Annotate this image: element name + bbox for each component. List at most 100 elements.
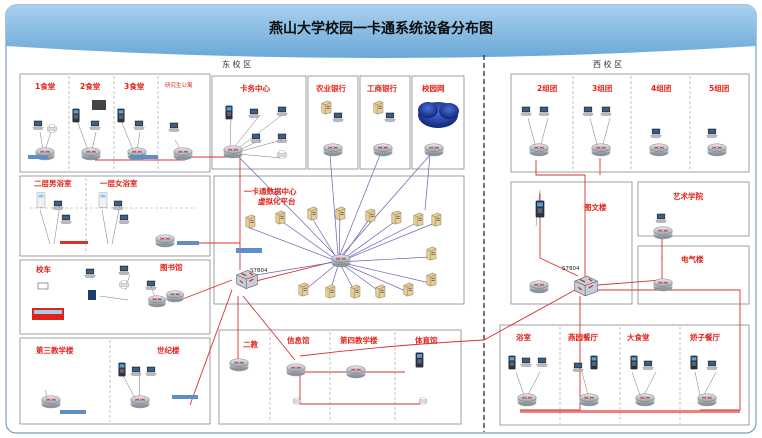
switch-icon bbox=[323, 143, 343, 157]
server-icon bbox=[365, 208, 376, 223]
gate-icon bbox=[88, 290, 96, 300]
label-bath: 浴室 bbox=[516, 332, 531, 342]
label-library: 图书馆 bbox=[160, 262, 183, 272]
label-card-center: 卡务中心 bbox=[240, 83, 270, 93]
switch-icon bbox=[373, 143, 393, 157]
label-grad-apartment: 研究生公寓 bbox=[165, 81, 193, 89]
label-century: 世纪楼 bbox=[157, 345, 180, 355]
switch-icon bbox=[649, 143, 669, 157]
pc-icon bbox=[118, 265, 130, 275]
label-core-east: S7804 bbox=[250, 268, 268, 274]
label-agri-bank: 农业银行 bbox=[315, 83, 346, 93]
switch-icon bbox=[697, 393, 717, 407]
switch-icon bbox=[653, 226, 673, 240]
label-gym: 体育馆 bbox=[415, 335, 438, 345]
switch-icon bbox=[579, 393, 599, 407]
server-icon bbox=[275, 210, 286, 225]
label-core-west: S7804 bbox=[562, 266, 580, 272]
pos-terminal-icon bbox=[72, 108, 80, 123]
art-box bbox=[637, 181, 750, 237]
pc-icon bbox=[520, 106, 532, 116]
pc-icon bbox=[706, 128, 718, 138]
switch-icon bbox=[155, 234, 175, 248]
label-datacenter-2: 虚拟化平台 bbox=[258, 196, 296, 206]
label-female-bath: 一层女浴室 bbox=[100, 178, 138, 188]
devices-datacenter bbox=[236, 206, 442, 299]
label-bus: 校车 bbox=[36, 264, 51, 274]
server-icon bbox=[391, 210, 402, 225]
card-center-box bbox=[211, 75, 307, 170]
switch-icon bbox=[81, 147, 101, 161]
label-teaching3: 第三教学楼 bbox=[36, 345, 74, 355]
pc-icon bbox=[89, 120, 101, 130]
switch-icon bbox=[130, 395, 150, 409]
bath-box bbox=[19, 175, 211, 257]
pc-icon bbox=[538, 106, 550, 116]
server-icon bbox=[307, 206, 318, 221]
pc-icon bbox=[145, 280, 157, 290]
label-g3: 3组团 bbox=[592, 83, 613, 93]
pc-icon bbox=[582, 106, 594, 116]
library-wen-box bbox=[510, 181, 633, 305]
pc-icon bbox=[60, 214, 72, 224]
label-yanyuan: 燕园餐厅 bbox=[568, 332, 598, 342]
label-jiaozi: 娇子餐厅 bbox=[689, 332, 720, 342]
pc-icon bbox=[706, 360, 718, 370]
switch-icon bbox=[331, 254, 351, 268]
label-library-wen: 图文楼 bbox=[584, 202, 607, 212]
pc-icon bbox=[250, 133, 262, 143]
label-info-hall: 信息馆 bbox=[287, 335, 310, 345]
pc-icon bbox=[168, 122, 180, 132]
pc-icon bbox=[650, 128, 662, 138]
pc-icon bbox=[536, 357, 548, 367]
canteen-group-box bbox=[19, 73, 211, 173]
dorm-groups-box bbox=[510, 73, 750, 173]
pc-icon bbox=[332, 112, 344, 122]
devices-baths bbox=[36, 192, 199, 248]
pc-icon bbox=[84, 268, 96, 278]
server-icon bbox=[426, 272, 437, 287]
pc-icon bbox=[600, 106, 612, 116]
switch-icon bbox=[424, 143, 444, 157]
label-canteen2: 2食堂 bbox=[80, 81, 101, 91]
west-campus-label: 西 校 区 bbox=[593, 59, 622, 69]
electric-box bbox=[637, 245, 750, 305]
pos-terminal-icon bbox=[118, 362, 126, 377]
data-links bbox=[231, 149, 438, 293]
icbc-box bbox=[359, 75, 411, 170]
switch-icon bbox=[147, 295, 167, 308]
terminal-icon bbox=[92, 100, 106, 110]
label-icbc: 工商银行 bbox=[367, 83, 397, 93]
devices-banks bbox=[321, 100, 459, 157]
label-second-teach: 二教 bbox=[243, 339, 258, 349]
pc-icon bbox=[130, 366, 142, 376]
antenna-icon bbox=[37, 282, 49, 290]
server-icon bbox=[350, 284, 361, 299]
server-icon bbox=[245, 214, 256, 229]
switch-icon bbox=[591, 143, 611, 157]
server-icon bbox=[373, 100, 384, 115]
server-icon bbox=[426, 246, 437, 261]
switch-icon bbox=[286, 363, 306, 377]
server-icon bbox=[298, 282, 309, 297]
east-campus-label: 东 校 区 bbox=[222, 59, 251, 69]
devices-dining bbox=[508, 355, 740, 413]
switch-icon bbox=[529, 280, 549, 294]
pos-terminal-icon bbox=[225, 105, 233, 120]
bus-library-box bbox=[19, 259, 211, 335]
datacenter-box bbox=[213, 175, 465, 305]
switch-icon bbox=[529, 143, 549, 157]
devices-library bbox=[32, 265, 185, 320]
pc-icon bbox=[32, 120, 44, 130]
pos-terminal-icon bbox=[508, 355, 516, 370]
server-icon bbox=[321, 100, 332, 115]
pc-icon bbox=[118, 214, 130, 224]
server-icon bbox=[325, 284, 336, 299]
agri-bank-box bbox=[307, 75, 359, 170]
pc-icon bbox=[133, 120, 145, 130]
label-electric: 电气楼 bbox=[681, 254, 704, 264]
pc-icon bbox=[384, 112, 396, 122]
switch-icon bbox=[173, 147, 193, 161]
switch-icon bbox=[635, 393, 655, 407]
